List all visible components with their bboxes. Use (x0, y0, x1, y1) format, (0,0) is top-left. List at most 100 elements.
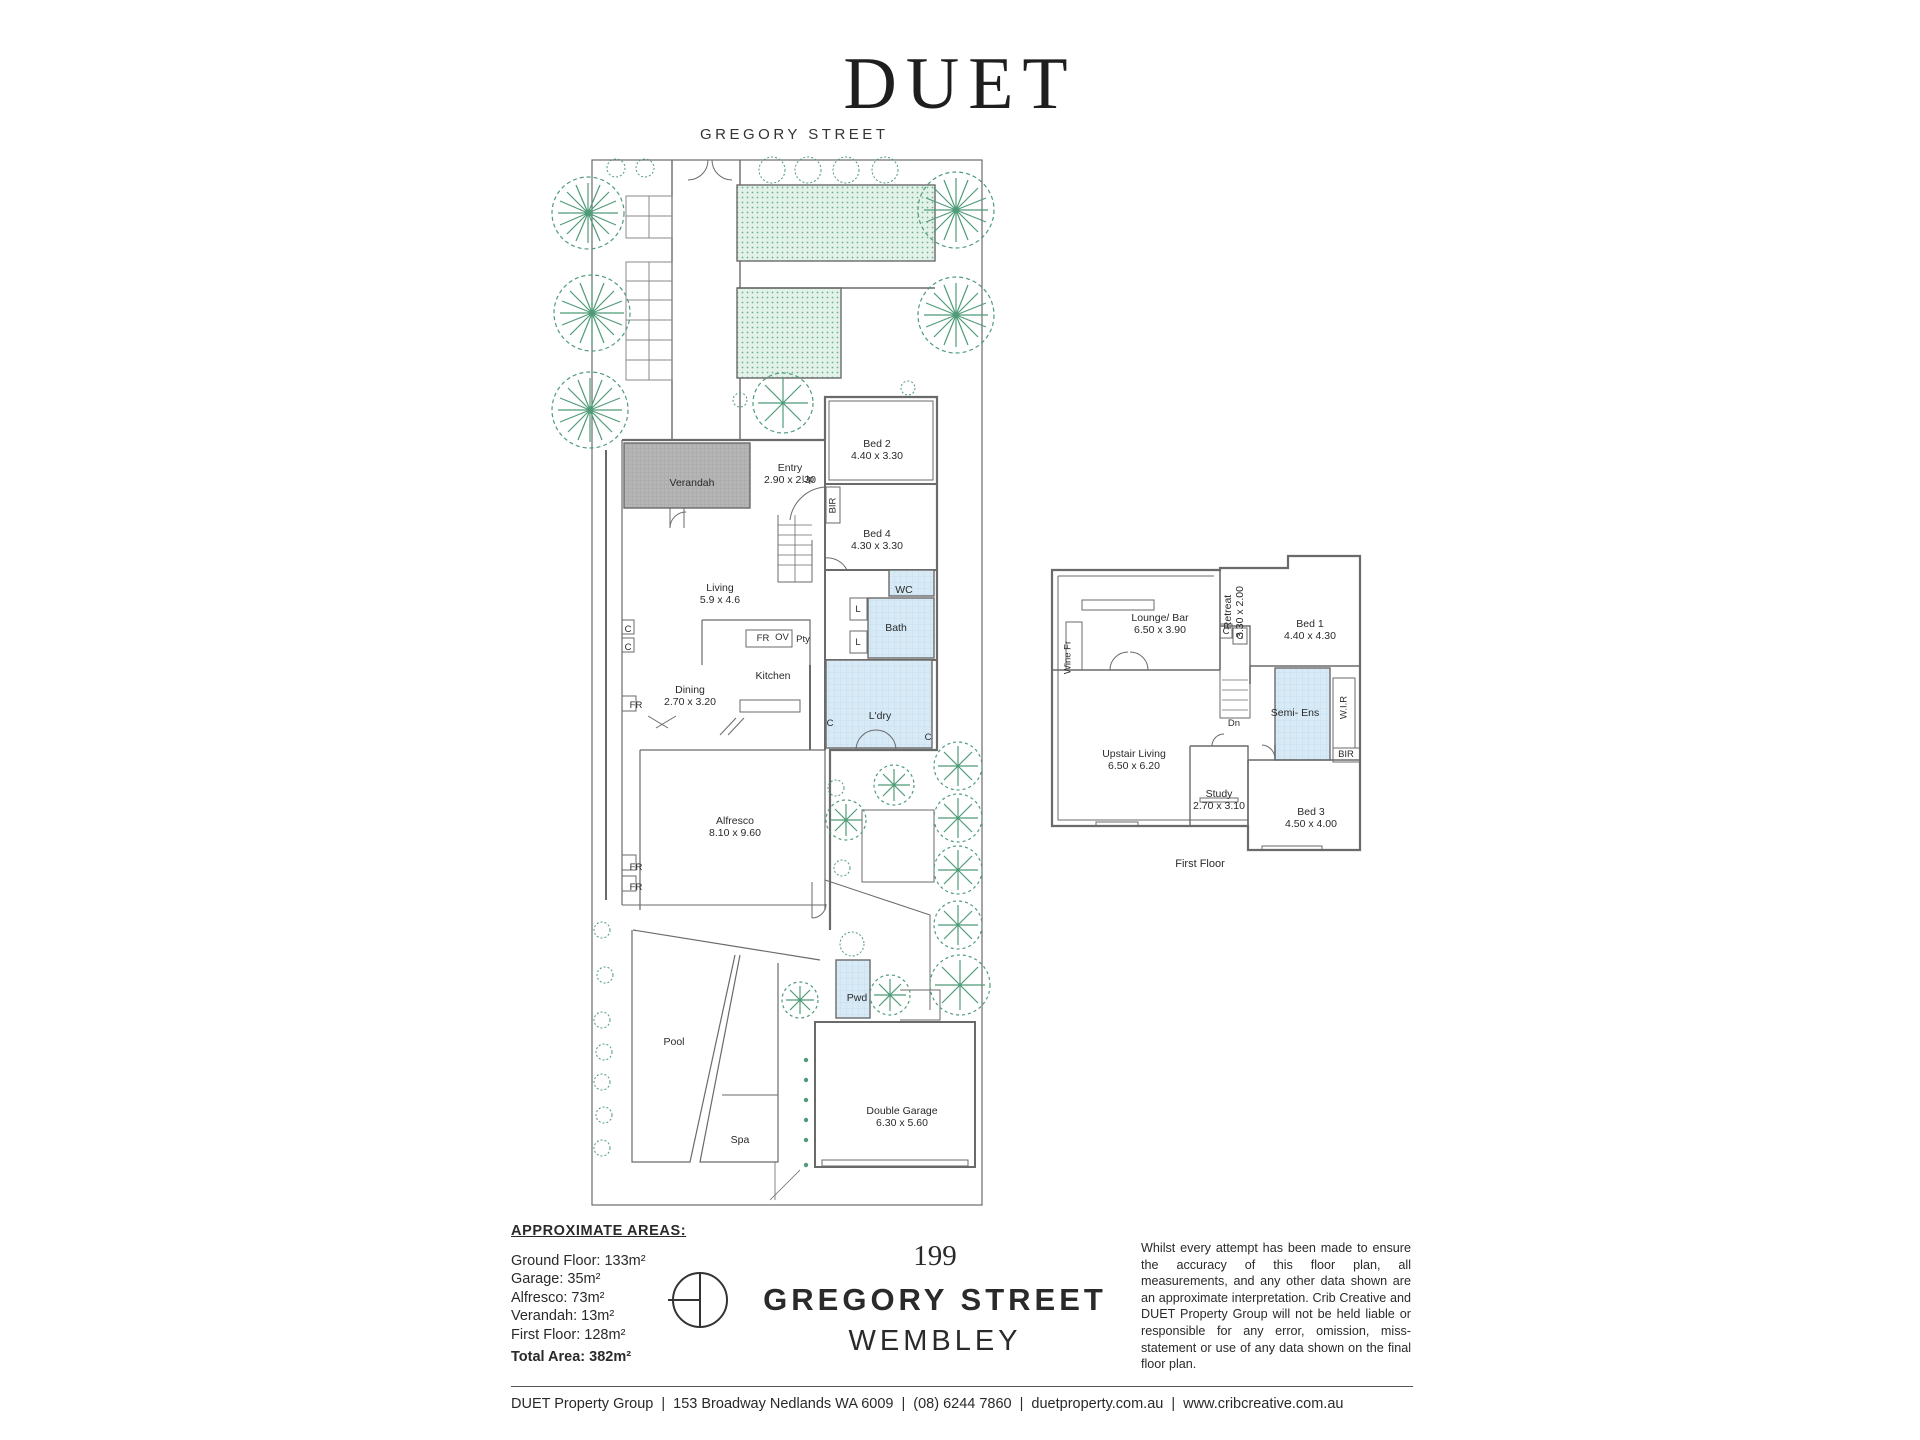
room-label-semi-ens: Semi- Ens (1225, 707, 1365, 719)
disclaimer-text: Whilst every attempt has been made to en… (1141, 1241, 1411, 1372)
linen-label-1: L (855, 604, 861, 615)
room-label-kitchen: Kitchen (703, 670, 843, 682)
footer-phone[interactable]: (08) 6244 7860 (913, 1396, 1012, 1412)
north-compass (668, 1272, 728, 1328)
street-label-top: GREGORY STREET (700, 126, 889, 143)
room-name: Alfresco (716, 815, 754, 827)
bir-label-ground: BIR (827, 497, 839, 514)
cupboard-label-ldry-1: C (826, 718, 834, 729)
room-name: Double Garage (866, 1105, 938, 1117)
first-floor-caption: First Floor (1175, 858, 1225, 870)
fridge-label: FR (756, 633, 770, 644)
room-name: Bed 1 (1296, 618, 1324, 630)
wine-fridge-label: Wine Fr (1062, 640, 1074, 675)
approximate-areas: APPROXIMATE AREAS: Ground Floor: 133m² G… (511, 1222, 686, 1367)
room-name: Lounge/ Bar (1131, 612, 1189, 624)
footer-address: 153 Broadway Nedlands WA 6009 (673, 1396, 894, 1412)
footer-website-duet[interactable]: duetproperty.com.au (1031, 1396, 1164, 1412)
room-label-verandah: Verandah (622, 477, 762, 489)
cupboard-label-first-1: C (1222, 626, 1230, 637)
room-name: Kitchen (755, 670, 791, 682)
address-street: GREGORY STREET (763, 1282, 1107, 1317)
room-size: 6.50 x 3.90 (1134, 624, 1186, 636)
down-label: Dn (1227, 718, 1241, 729)
ground-floor-plan (591, 159, 983, 1206)
area-first-floor: First Floor: 128m² (511, 1326, 626, 1343)
area-total: Total Area: 382m² (511, 1349, 632, 1365)
room-name: Study (1205, 788, 1233, 800)
room-label-spa: Spa (670, 1134, 810, 1146)
room-size: 2.70 x 3.20 (664, 696, 716, 708)
duet-logo: DUET (843, 43, 1077, 125)
room-name: Pwd (846, 992, 868, 1004)
room-name: Bed 4 (863, 528, 891, 540)
room-name: Bath (885, 622, 907, 634)
wir-label: W.I.R (1338, 695, 1350, 720)
oven-label: OV (775, 632, 789, 643)
cupboard-label-first-2: C (1236, 631, 1244, 642)
fridge-label-alfresco-1: FR (629, 862, 643, 873)
room-size: 6.30 x 5.60 (876, 1117, 928, 1129)
room-label-pwd: Pwd (787, 992, 927, 1004)
footer-contact-bar: DUET Property Group | 153 Broadway Nedland… (511, 1396, 1413, 1412)
room-name: Entry (777, 462, 803, 474)
fridge-label-alfresco-2: FR (629, 882, 643, 893)
room-name: Bed 2 (863, 438, 891, 450)
address-number: 199 (913, 1240, 957, 1272)
room-size: 6.50 x 6.20 (1108, 760, 1160, 772)
footer-separator: | (1019, 1396, 1024, 1412)
room-label-bath: Bath (826, 622, 966, 634)
room-name: Bed 3 (1297, 806, 1325, 818)
footer-company: DUET Property Group (511, 1396, 654, 1412)
area-alfresco: Alfresco: 73m² (511, 1289, 605, 1306)
room-size: 3.30 x 2.00 (1234, 586, 1246, 638)
room-name: Spa (730, 1134, 750, 1146)
room-name: Retreat (1222, 594, 1234, 630)
room-size: 8.10 x 9.60 (709, 827, 761, 839)
landscape-trees (551, 156, 995, 1157)
room-size: 5.9 x 4.6 (699, 594, 741, 606)
footer-separator: | (901, 1396, 906, 1412)
up-label: Up (801, 474, 815, 485)
linen-label-2: L (855, 637, 861, 648)
footer-separator: | (1171, 1396, 1176, 1412)
room-size: 2.90 x 2.30 (764, 474, 816, 486)
address-suburb: WEMBLEY (848, 1325, 1022, 1357)
room-name: WC (895, 584, 913, 596)
room-label-wc: WC (834, 584, 974, 596)
footer-separator: | (661, 1396, 666, 1412)
room-name: Verandah (669, 477, 715, 489)
room-name: L'dry (868, 710, 892, 722)
footer-divider (511, 1386, 1413, 1387)
fridge-label-dining: FR (629, 700, 643, 711)
room-name: Upstair Living (1102, 748, 1166, 760)
room-size: 4.40 x 4.30 (1284, 630, 1336, 642)
room-name: Dining (675, 684, 705, 696)
room-label-pool: Pool (604, 1036, 744, 1048)
room-label-ldry: L'dry (810, 710, 950, 722)
room-size: 4.30 x 3.30 (851, 540, 903, 552)
footer-website-crib[interactable]: www.cribcreative.com.au (1183, 1396, 1344, 1412)
room-size: 4.50 x 4.00 (1285, 818, 1337, 830)
room-name: Semi- Ens (1270, 707, 1320, 719)
first-floor-plan (1050, 554, 1362, 852)
area-garage: Garage: 35m² (511, 1271, 601, 1287)
room-name: Pool (663, 1036, 685, 1048)
area-verandah: Verandah: 13m² (511, 1308, 615, 1324)
cupboard-label-1: C (624, 624, 632, 635)
pantry-label: Pty (796, 634, 810, 645)
areas-heading: APPROXIMATE AREAS: (511, 1223, 687, 1239)
